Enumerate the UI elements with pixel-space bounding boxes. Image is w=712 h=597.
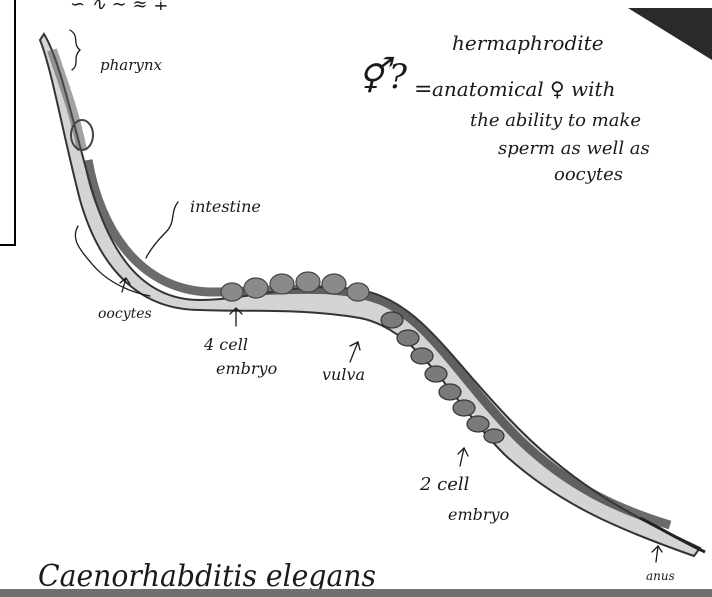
note-equals: = [414,77,432,102]
label-two-cell-2: embryo [448,505,509,524]
anus-arrow [652,546,662,562]
intestine [88,160,670,525]
label-anus: anus [646,569,675,583]
note-line2: the ability to make [470,110,641,131]
label-vulva: vulva [322,365,365,384]
label-oocytes: oocytes [98,306,152,322]
hermaphrodite-symbol: ⚥? [358,56,408,97]
top-cut-text: ∽ ∿ ∼ ≈ ∔ [70,0,168,15]
note-line0: hermaphrodite [452,31,604,55]
two-cell-arrow [458,448,468,466]
label-two-cell-1: 2 cell [419,474,470,495]
note-line3: sperm as well as [498,138,650,159]
corner-band [628,8,712,60]
intestine-brace [146,202,178,258]
bottom-rule [0,589,712,597]
vulva-arrow [350,342,360,362]
note-line4: oocytes [554,164,623,185]
label-pharynx: pharynx [100,56,163,74]
label-four-cell-2: embryo [216,359,277,378]
pharynx-brace [70,30,80,70]
label-four-cell-1: 4 cell [203,335,248,354]
note-line1: anatomical ♀ with [432,77,615,101]
label-intestine: intestine [190,197,261,216]
